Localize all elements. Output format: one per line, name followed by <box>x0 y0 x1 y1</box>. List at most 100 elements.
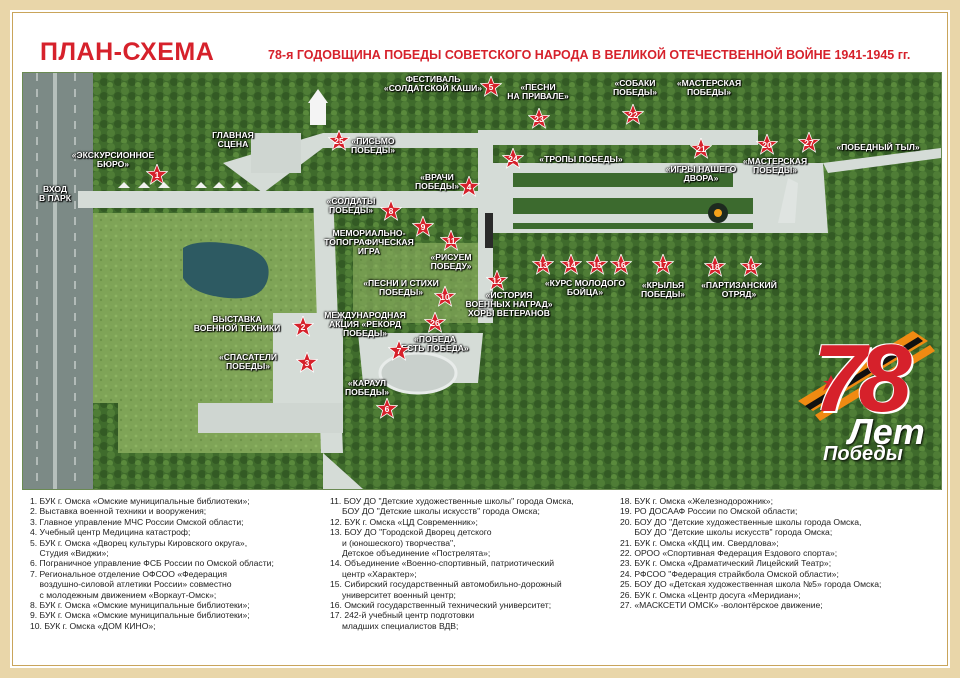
legend-column-3: 18. БУК г. Омска «Железнодорожник»;19. Р… <box>620 496 881 610</box>
star-icon <box>424 312 446 333</box>
legend-entry: 6. Пограничное управление ФСБ России по … <box>30 558 274 569</box>
legend-entry: центр «Характер»; <box>330 568 417 579</box>
map-marker-number: 10 <box>440 292 450 302</box>
map-marker-6[interactable]: 6 <box>376 398 398 420</box>
label-victory-is: «ПОБЕДА ЕСТЬ ПОБЕДА» <box>401 334 469 354</box>
map-marker-4[interactable]: 4 <box>458 176 480 198</box>
map-marker-11[interactable]: 11 <box>440 230 462 252</box>
legend-entry: младших специалистов ВДВ; <box>330 620 459 631</box>
legend-entry: 2. Выставка военной техники и вооружения… <box>30 506 207 517</box>
legend-entry: 3. Главное управление МЧС России Омской … <box>30 516 244 527</box>
legend-column-2: 11. БОУ ДО "Детские художественные школы… <box>330 496 574 631</box>
label-main-stage: ГЛАВНАЯ СЦЕНА <box>212 130 254 150</box>
label-victory-rear: «ПОБЕДНЫЙ ТЫЛ» <box>836 142 920 152</box>
map-marker-24[interactable]: 24 <box>502 148 524 170</box>
legend-entry: 10. БУК г. Омска «ДОМ КИНО»; <box>30 620 156 631</box>
legend-entry: БОУ ДО "Детские школы искусств" города О… <box>330 506 540 517</box>
label-action: МЕЖДУНАРОДНАЯ АКЦИЯ «РЕКОРД ПОБЕДЫ» <box>324 310 406 339</box>
map-marker-number: 23 <box>534 114 544 124</box>
map-marker-18[interactable]: 18 <box>704 256 726 278</box>
page-subtitle: 78-я ГОДОВЩИНА ПОБЕДЫ СОВЕТСКОГО НАРОДА … <box>268 48 911 62</box>
map-marker-number: 17 <box>658 260 668 270</box>
label-drawing: «РИСУЕМ ПОБЕДУ» <box>430 252 472 272</box>
label-history: «ИСТОРИЯ ВОЕННЫХ НАГРАД» ХОРЫ ВЕТЕРАНОВ <box>465 290 553 319</box>
map-marker-number: 5 <box>488 82 494 92</box>
map-marker-25[interactable]: 25 <box>328 130 350 152</box>
legend-entry: 11. БОУ ДО "Детские художественные школы… <box>330 496 574 506</box>
map-marker-number: 4 <box>466 182 472 192</box>
star-icon <box>756 134 778 155</box>
map-marker-22[interactable]: 22 <box>622 104 644 126</box>
map-marker-number: 27 <box>804 138 814 148</box>
map-marker-number: 7 <box>396 346 402 356</box>
legend-entry: 5. БУК г. Омска «Дворец культуры Кировск… <box>30 537 248 548</box>
map-marker-number: 15 <box>592 260 602 270</box>
map-marker-10[interactable]: 10 <box>434 286 456 308</box>
label-excursion: «ЭКСКУРСИОННОЕ БЮРО» <box>71 150 155 170</box>
star-icon <box>486 270 508 291</box>
star-icon <box>690 138 712 159</box>
star-icon <box>798 132 820 153</box>
map-marker-3[interactable]: 3 <box>296 352 318 374</box>
label-poems: «ПЕСНИ И СТИХИ ПОБЕДЫ» <box>363 278 439 298</box>
legend-entry: с молодежным движением «Воркаут-Омск»; <box>30 589 217 600</box>
label-partisan: «ПАРТИЗАНСКИЙ ОТРЯД» <box>701 280 777 300</box>
map-marker-19[interactable]: 19 <box>740 256 762 278</box>
legend-entry: 24. РФСОО "Федерация страйкбола Омской о… <box>620 568 839 579</box>
legend-entry: Студия «Виджи»; <box>30 548 109 559</box>
anniversary-logo: 78 Лет Победы <box>793 325 941 481</box>
legend-entry: 20. БОУ ДО "Детские художественные школы… <box>620 516 862 527</box>
map-marker-26[interactable]: 26 <box>424 312 446 334</box>
map-marker-number: 20 <box>762 140 772 150</box>
label-songs-halt: «ПЕСНИ НА ПРИВАЛЕ» <box>507 82 569 102</box>
map-marker-20[interactable]: 20 <box>756 134 778 156</box>
logo-number: 78 <box>813 325 912 432</box>
map-marker-number: 22 <box>628 110 638 120</box>
map-marker-8[interactable]: 8 <box>380 200 402 222</box>
label-guard: «КАРАУЛ ПОБЕДЫ» <box>344 378 390 398</box>
map-marker-1[interactable]: 1 <box>146 164 168 186</box>
map-marker-number: 8 <box>388 206 394 216</box>
map-marker-number: 12 <box>492 276 502 286</box>
star-icon <box>296 352 318 373</box>
map-marker-12[interactable]: 12 <box>486 270 508 292</box>
map-marker-14[interactable]: 14 <box>560 254 582 276</box>
legend-entry: 7. Региональное отделение ОФСОО «Федерац… <box>30 568 227 579</box>
legend-entry: 18. БУК г. Омска «Железнодорожник»; <box>620 496 773 506</box>
label-young-fighter: «КУРС МОЛОДОГО БОЙЦА» <box>544 278 626 298</box>
legend-entry: 9. БУК г. Омска «Омские муниципальные би… <box>30 610 250 621</box>
park-map[interactable]: ВХОД В ПАРК «ЭКСКУРСИОННОЕ БЮРО» ГЛАВНАЯ… <box>22 72 942 490</box>
label-memorial: МЕМОРИАЛЬНО- ТОПОГРАФИЧЕСКАЯ ИГРА <box>324 228 414 257</box>
map-marker-17[interactable]: 17 <box>652 254 674 276</box>
logo-victory-word: Победы <box>823 443 903 465</box>
map-marker-number: 3 <box>304 358 310 368</box>
legend-entry: воздушно-силовой атлетики России» совмес… <box>30 579 232 590</box>
map-marker-13[interactable]: 13 <box>532 254 554 276</box>
map-marker-15[interactable]: 15 <box>586 254 608 276</box>
legend-entry: 17. 242-й учебный центр подготовки <box>330 610 475 621</box>
star-icon <box>480 76 502 97</box>
legend-entry: и (юношеского) творчества", <box>330 537 456 548</box>
star-icon <box>652 254 674 275</box>
label-workshop: «МАСТЕРСКАЯ ПОБЕДЫ» <box>742 156 808 176</box>
map-marker-number: 16 <box>616 260 626 270</box>
map-marker-9[interactable]: 9 <box>412 216 434 238</box>
map-marker-7[interactable]: 7 <box>388 340 410 362</box>
map-marker-5[interactable]: 5 <box>480 76 502 98</box>
map-marker-27[interactable]: 27 <box>798 132 820 154</box>
map-marker-16[interactable]: 16 <box>610 254 632 276</box>
map-marker-21[interactable]: 21 <box>690 138 712 160</box>
star-icon <box>740 256 762 277</box>
map-marker-23[interactable]: 23 <box>528 108 550 130</box>
legend-entry: 1. БУК г. Омска «Омские муниципальные би… <box>30 496 250 506</box>
legend-entry: 26. БУК г. Омска «Центр досуга «Меридиан… <box>620 589 801 600</box>
star-icon <box>388 340 410 361</box>
star-icon <box>376 398 398 419</box>
star-icon <box>328 130 350 151</box>
star-icon <box>380 200 402 221</box>
map-marker-2[interactable]: 2 <box>292 316 314 338</box>
legend-column-1: 1. БУК г. Омска «Омские муниципальные би… <box>30 496 274 631</box>
legend-entry: 23. БУК г. Омска «Драматический Лицейски… <box>620 558 832 569</box>
map-marker-number: 24 <box>508 154 518 164</box>
logo-years-word: Лет <box>848 411 925 452</box>
